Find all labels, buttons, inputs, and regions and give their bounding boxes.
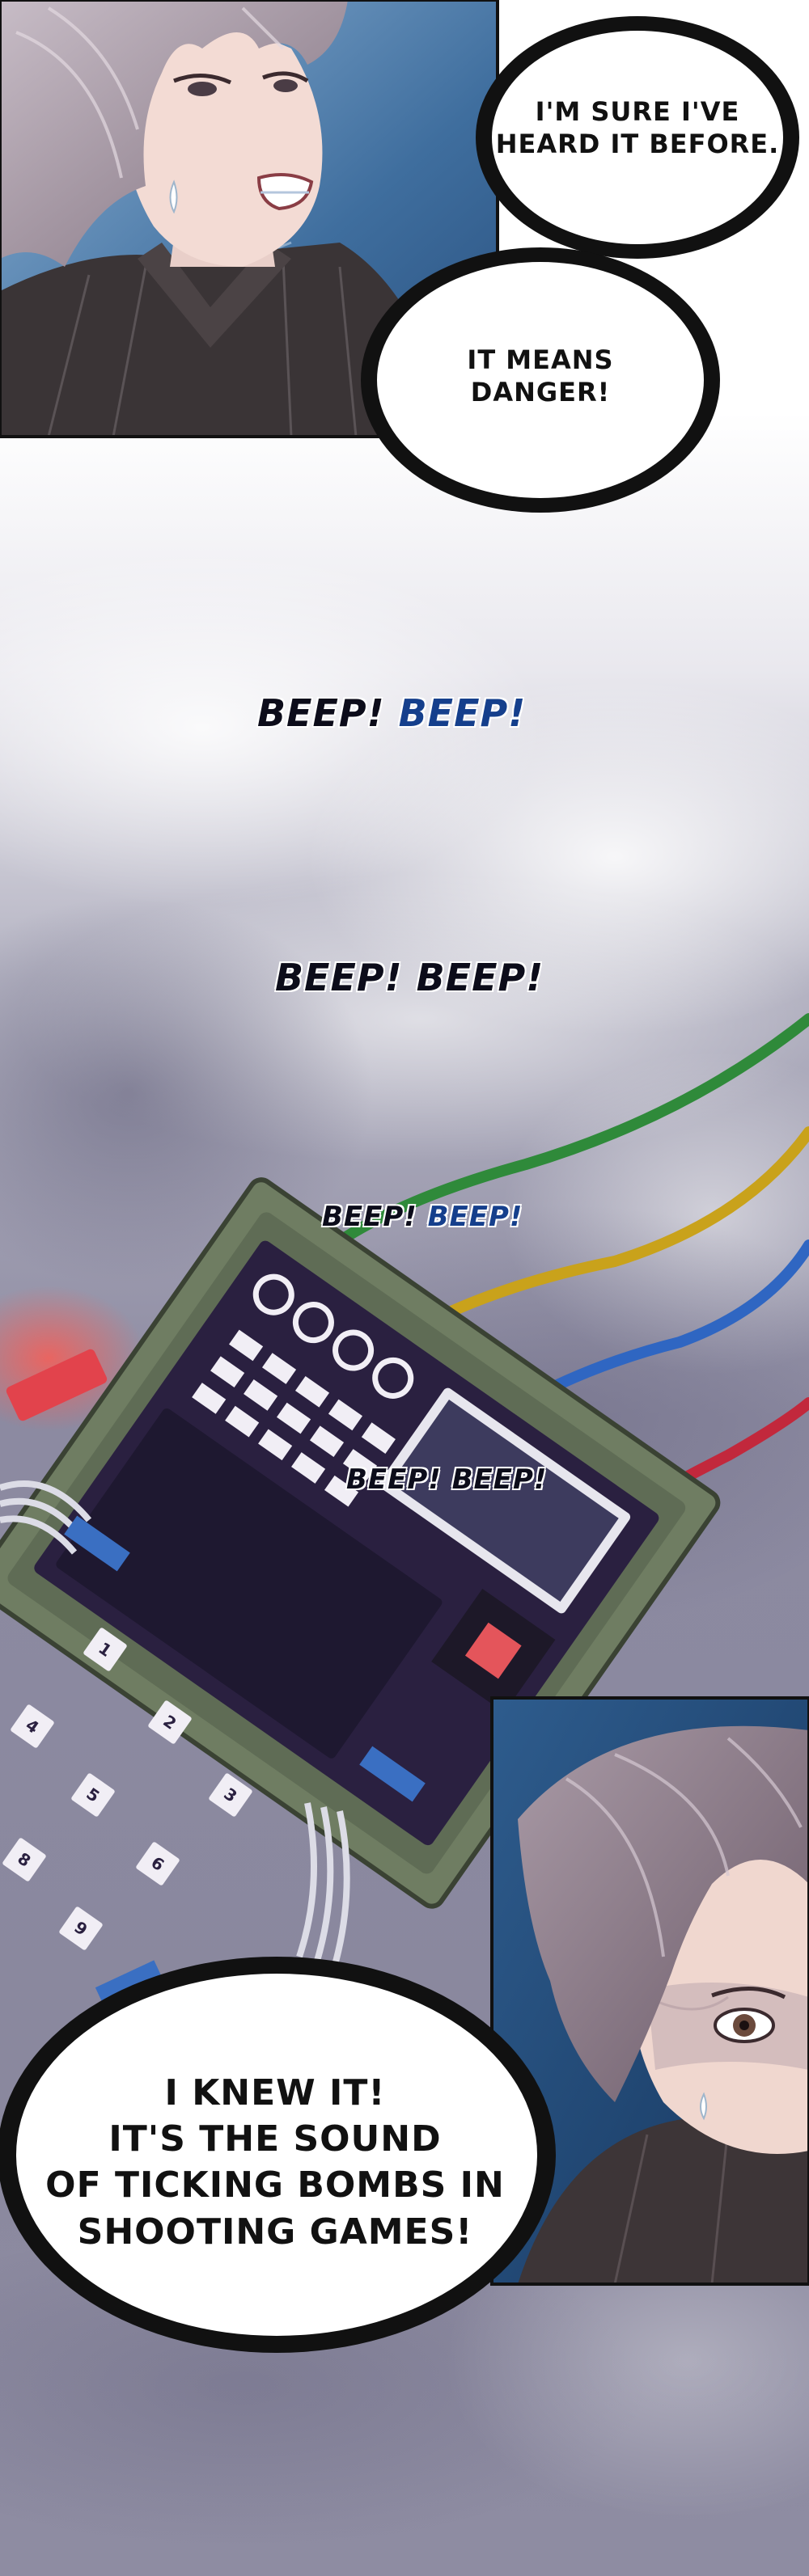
panel-character-worried bbox=[0, 0, 499, 438]
sfx-beep-3: BEEP! BEEP! bbox=[322, 1201, 523, 1233]
bubble-bottom-shape bbox=[0, 1957, 556, 2353]
bubble-top-shape bbox=[476, 16, 799, 259]
sfx-beep-1: BEEP! BEEP! bbox=[257, 691, 527, 735]
bubble-text-heard-before: I'M SURE I'VE HEARD IT BEFORE. bbox=[495, 96, 780, 159]
bubble-text-means-danger: IT MEANS DANGER! bbox=[467, 344, 614, 408]
sfx-beep-2: BEEP! BEEP! bbox=[275, 956, 544, 999]
bubble-text-ticking-bombs: I KNEW IT! IT'S THE SOUND OF TICKING BOM… bbox=[45, 2072, 505, 2253]
sfx-beep-4: BEEP! BEEP! bbox=[346, 1463, 548, 1496]
bubble-middle-shape bbox=[361, 247, 720, 513]
